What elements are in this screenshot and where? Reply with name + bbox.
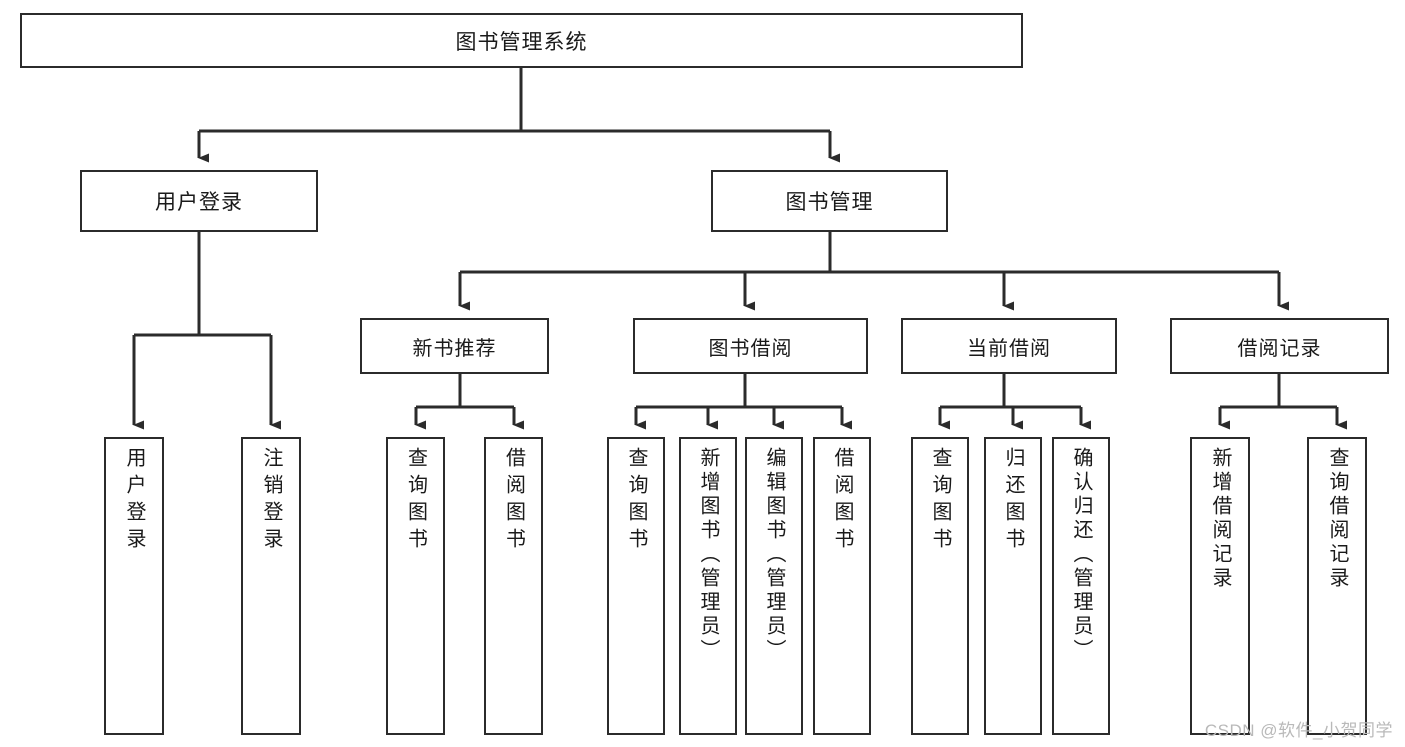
node-new-book-recommend[interactable]: 新书推荐 <box>360 318 549 374</box>
node-label: 归还图书 <box>1002 447 1024 555</box>
node-label: 图书管理系统 <box>455 30 588 54</box>
node-label: 查询图书 <box>404 447 427 555</box>
leaf-borrow-book-newbook[interactable]: 借阅图书 <box>484 437 543 735</box>
node-label: 新书推荐 <box>412 337 497 360</box>
node-book-management[interactable]: 图书管理 <box>711 170 948 232</box>
node-root-system[interactable]: 图书管理系统 <box>20 13 1023 68</box>
node-current-borrow[interactable]: 当前借阅 <box>901 318 1117 374</box>
csdn-watermark: CSDN @软件_小贺同学 <box>1204 721 1393 740</box>
leaf-query-book-borrow[interactable]: 查询图书 <box>607 437 665 735</box>
node-label: 当前借阅 <box>967 337 1051 360</box>
node-book-borrow[interactable]: 图书借阅 <box>633 318 868 374</box>
leaf-query-book-newbook[interactable]: 查询图书 <box>386 437 445 735</box>
node-label: 注销登录 <box>260 447 282 555</box>
node-label: 查询借阅记录 <box>1326 447 1348 591</box>
node-label: 用户登录 <box>123 447 145 555</box>
leaf-confirm-return-admin[interactable]: 确认归还（管理员） <box>1052 437 1110 735</box>
leaf-return-book[interactable]: 归还图书 <box>984 437 1042 735</box>
leaf-borrow-book[interactable]: 借阅图书 <box>813 437 871 735</box>
leaf-add-book-admin[interactable]: 新增图书（管理员） <box>679 437 737 735</box>
node-label: 编辑图书（管理员） <box>763 447 785 663</box>
leaf-logout[interactable]: 注销登录 <box>241 437 301 735</box>
node-label: 借阅图书 <box>831 447 853 555</box>
node-user-login[interactable]: 用户登录 <box>80 170 318 232</box>
node-label: 用户登录 <box>155 191 243 214</box>
leaf-add-borrow-record[interactable]: 新增借阅记录 <box>1190 437 1250 735</box>
node-label: 借阅记录 <box>1237 337 1322 360</box>
node-label: 图书借阅 <box>708 337 793 360</box>
node-borrow-record[interactable]: 借阅记录 <box>1170 318 1389 374</box>
leaf-user-login[interactable]: 用户登录 <box>104 437 164 735</box>
node-label: 图书管理 <box>785 191 874 214</box>
node-label: 借阅图书 <box>502 447 525 555</box>
node-label: 新增借阅记录 <box>1209 447 1231 591</box>
node-label: 查询图书 <box>929 447 951 555</box>
leaf-query-book-current[interactable]: 查询图书 <box>911 437 969 735</box>
node-label: 查询图书 <box>625 447 647 555</box>
node-label: 确认归还（管理员） <box>1070 447 1092 663</box>
leaf-query-borrow-record[interactable]: 查询借阅记录 <box>1307 437 1367 735</box>
node-label: 新增图书（管理员） <box>697 447 719 663</box>
leaf-edit-book-admin[interactable]: 编辑图书（管理员） <box>745 437 803 735</box>
